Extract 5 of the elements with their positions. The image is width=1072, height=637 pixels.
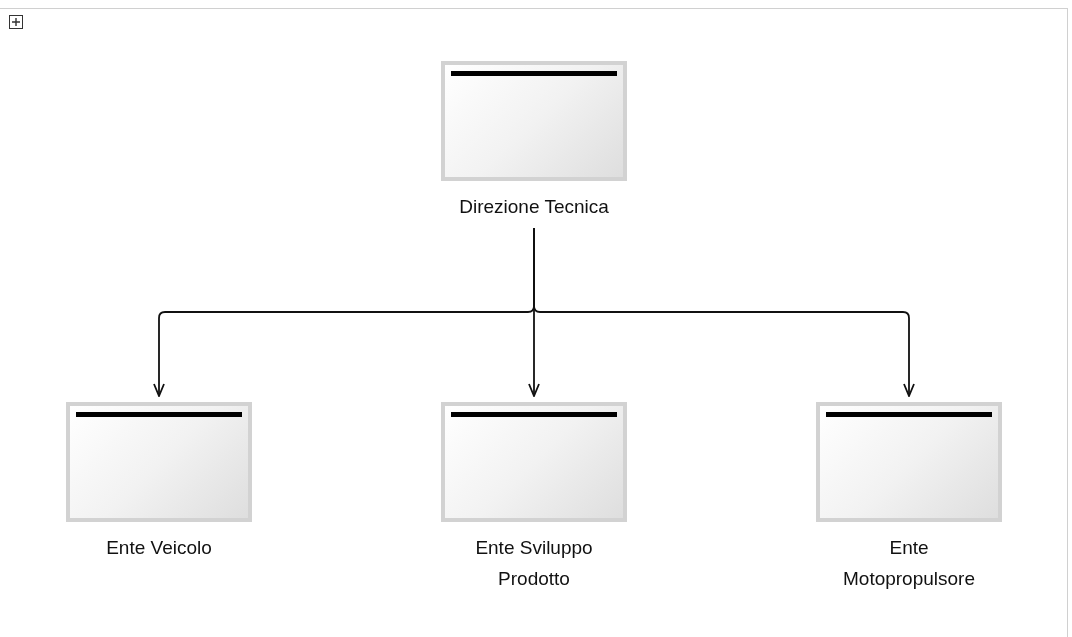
connector-arrow	[533, 227, 915, 397]
unit-label: Ente Motopropulsore	[842, 536, 976, 591]
unit-label: Direzione Tecnica	[458, 195, 610, 219]
unit-label: Ente Sviluppo Prodotto	[474, 536, 594, 591]
unit-label: Ente Veicolo	[105, 536, 213, 560]
